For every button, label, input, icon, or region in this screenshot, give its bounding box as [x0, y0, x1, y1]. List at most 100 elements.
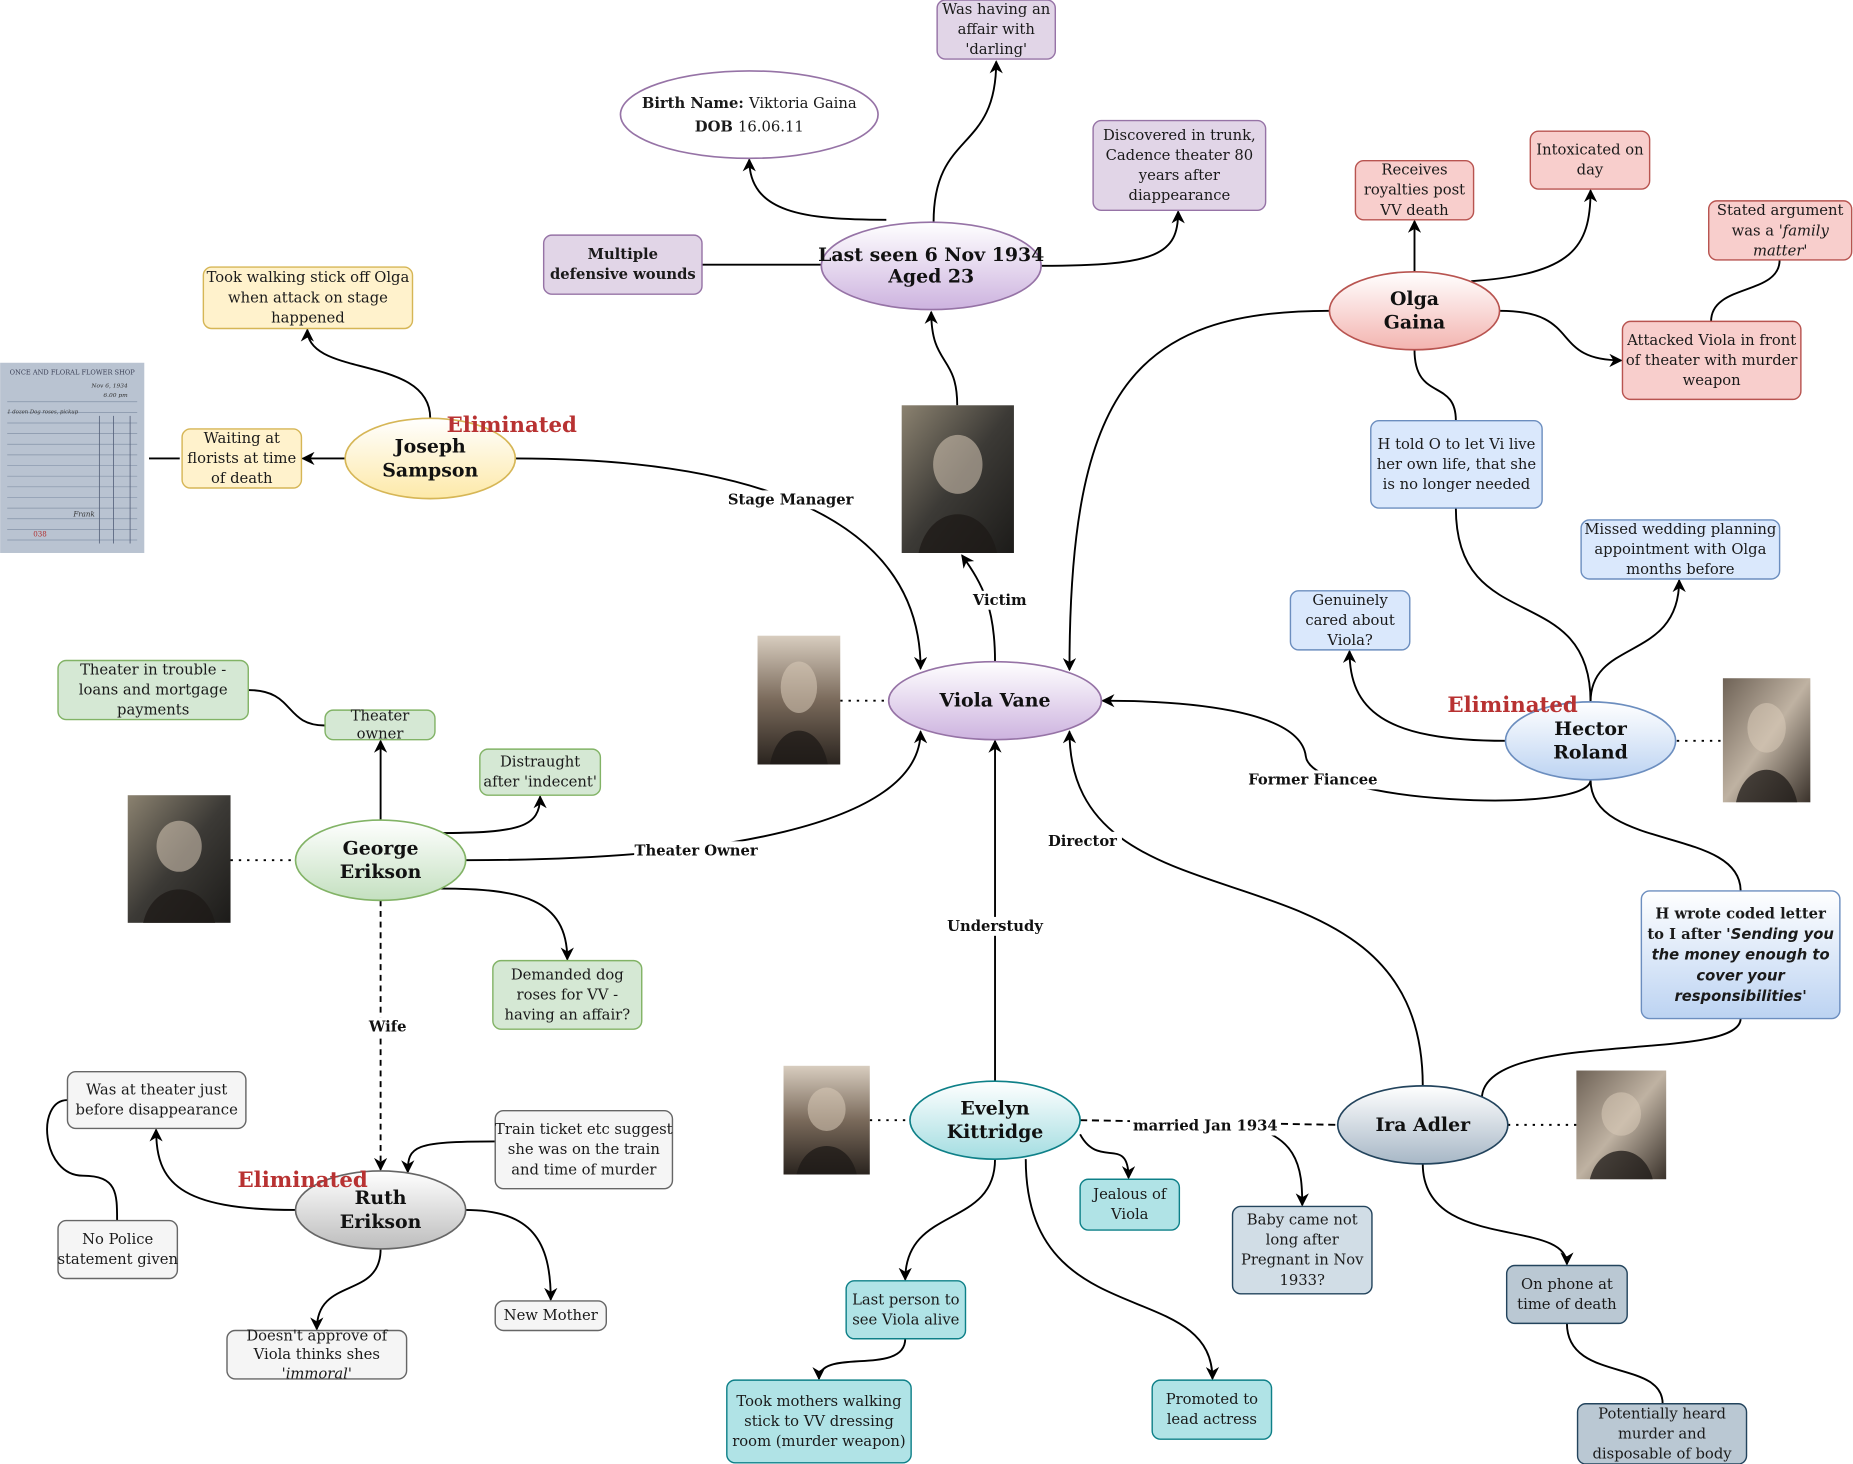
- node-text: of death: [211, 470, 273, 487]
- node-missed[interactable]: Missed wedding planning appointment with …: [1580, 519, 1781, 580]
- edge-connector: [149, 1128, 296, 1211]
- node-text: and time of murder: [511, 1161, 657, 1178]
- edge-label-director: Director: [1048, 833, 1117, 850]
- node-nopolice[interactable]: No Police statement given: [57, 1219, 178, 1280]
- receipt-text: Nov 6, 1934: [90, 384, 128, 390]
- edge-connector: [1589, 779, 1742, 891]
- edge-connector: [1342, 649, 1506, 742]
- node-viola[interactable]: Viola Vane: [887, 660, 1103, 741]
- text-segment: H wrote coded letter: [1655, 905, 1826, 922]
- node-text: 1933?: [1280, 1272, 1326, 1289]
- node-text: George: [343, 837, 419, 859]
- node-text: royalties post: [1364, 182, 1465, 199]
- node-trunk[interactable]: Discovered in trunk,Cadence theater 80ye…: [1092, 119, 1267, 212]
- node-newmother[interactable]: New Mother: [494, 1300, 607, 1332]
- node-text: Receives: [1381, 162, 1447, 179]
- text-segment: cover your: [1696, 967, 1786, 984]
- node-text: happened: [271, 309, 345, 326]
- edge-label-understudy: Understudy: [947, 918, 1043, 935]
- edge-label-stage-manager: Stage Manager: [728, 491, 854, 508]
- text-segment: Birth Name:: [642, 94, 749, 111]
- node-text: Missed wedding planning: [1584, 521, 1777, 538]
- node-text: Roland: [1553, 742, 1628, 764]
- edge-connector: [932, 60, 1003, 223]
- node-ira[interactable]: Ira Adler: [1336, 1085, 1509, 1165]
- node-text: Took mothers walking: [736, 1393, 902, 1410]
- corpse-photo: [901, 405, 1014, 553]
- viola-photo: [757, 635, 841, 765]
- text-segment: responsibilities': [1675, 988, 1807, 1005]
- edge-connector: [464, 1209, 558, 1302]
- node-text: statement given: [57, 1251, 178, 1268]
- node-text: Was at theater just: [86, 1082, 227, 1099]
- edge-label-theater-owner: Theater Owner: [635, 842, 758, 859]
- node-text: cared about: [1305, 612, 1395, 629]
- node-text: Ruth: [355, 1187, 407, 1209]
- node-text: Viola thinks shes: [253, 1346, 380, 1363]
- node-text: Viola: [1110, 1206, 1149, 1223]
- node-text: New Mother: [504, 1307, 599, 1324]
- node-text: defensive wounds: [550, 266, 696, 283]
- edge-connector: [437, 795, 547, 834]
- node-text: Train ticket etc suggest: [495, 1121, 673, 1138]
- edge-connector: [1024, 1159, 1220, 1381]
- node-text: H wrote coded letter: [1655, 905, 1826, 922]
- text-segment: Sending you: [1731, 926, 1835, 943]
- node-text: No Police: [82, 1231, 153, 1248]
- node-text: Birth Name: Viktoria Gaina: [642, 94, 857, 111]
- evelyn-photo: [783, 1065, 870, 1175]
- node-text: Theater in trouble -: [80, 661, 226, 678]
- text-segment: was a: [1732, 222, 1779, 239]
- node-text: Last person to: [852, 1291, 960, 1308]
- node-text: Aged 23: [887, 265, 974, 287]
- text-segment: 'immoral': [282, 1365, 352, 1382]
- text-segment: Viktoria Gaina: [748, 94, 857, 111]
- node-text: Hector: [1554, 718, 1628, 740]
- node-text: Baby came not: [1247, 1211, 1358, 1228]
- node-trouble[interactable]: Theater in trouble -loans and mortgagepa…: [57, 659, 249, 721]
- node-text: Pregnant in Nov: [1241, 1252, 1364, 1269]
- node-text: appointment with Olga: [1594, 541, 1766, 558]
- node-text: Multiple: [588, 246, 658, 263]
- node-text: owner: [357, 725, 405, 742]
- node-wounds[interactable]: Multiple defensive wounds: [542, 234, 703, 295]
- node-text: Theater: [351, 708, 411, 725]
- node-text: Discovered in trunk,: [1103, 127, 1256, 144]
- node-text: Was having an: [942, 1, 1051, 18]
- node-text: weapon: [1683, 372, 1741, 389]
- node-text: Took walking stick off Olga: [207, 269, 410, 286]
